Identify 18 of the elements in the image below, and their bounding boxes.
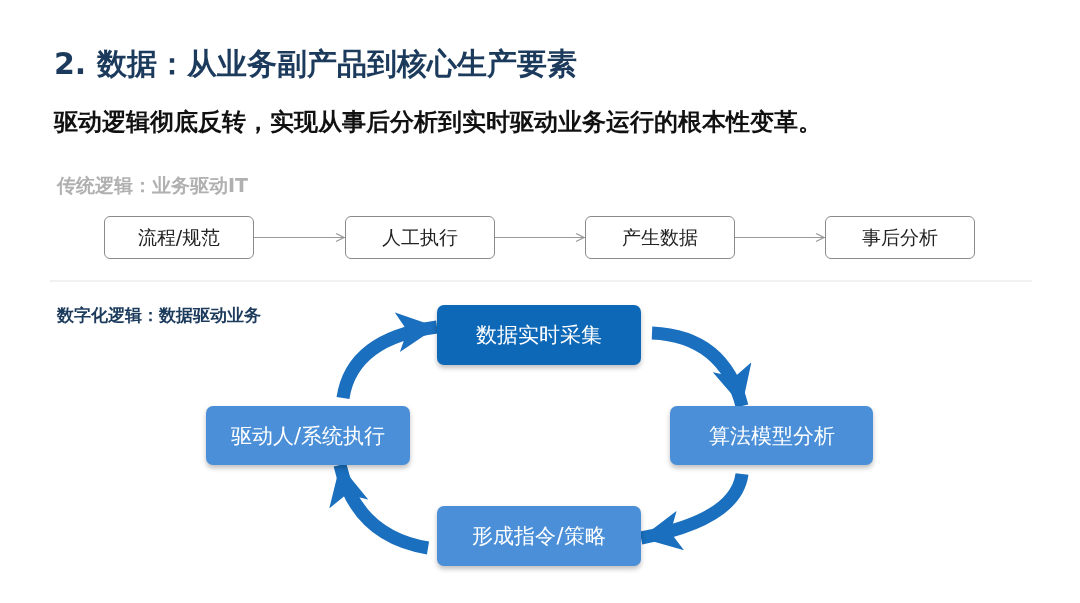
subtitle: 驱动逻辑彻底反转，实现从事后分析到实时驱动业务运行的根本性变革。 — [54, 107, 822, 138]
step-box: 算法模型分析 — [670, 406, 873, 465]
arrow — [494, 232, 586, 243]
process-box: 流程/规范 — [104, 216, 254, 259]
process-box: 产生数据 — [585, 216, 735, 259]
process-box: 人工执行 — [345, 216, 495, 259]
step-box: 驱动人/系统执行 — [206, 406, 410, 465]
arrow — [734, 232, 826, 243]
process-box: 事后分析 — [825, 216, 975, 259]
step-box: 数据实时采集 — [437, 305, 641, 365]
curved-arrow — [639, 472, 749, 550]
step-box: 形成指令/策略 — [437, 506, 641, 566]
curved-arrow — [331, 463, 430, 555]
arrow — [253, 232, 346, 243]
title: 2. 数据：从业务副产品到核心生产要素 — [54, 45, 577, 83]
section-heading: 数字化逻辑：数据驱动业务 — [57, 304, 261, 327]
section-heading: 传统逻辑：业务驱动IT — [57, 173, 249, 198]
curved-arrow — [651, 326, 750, 408]
